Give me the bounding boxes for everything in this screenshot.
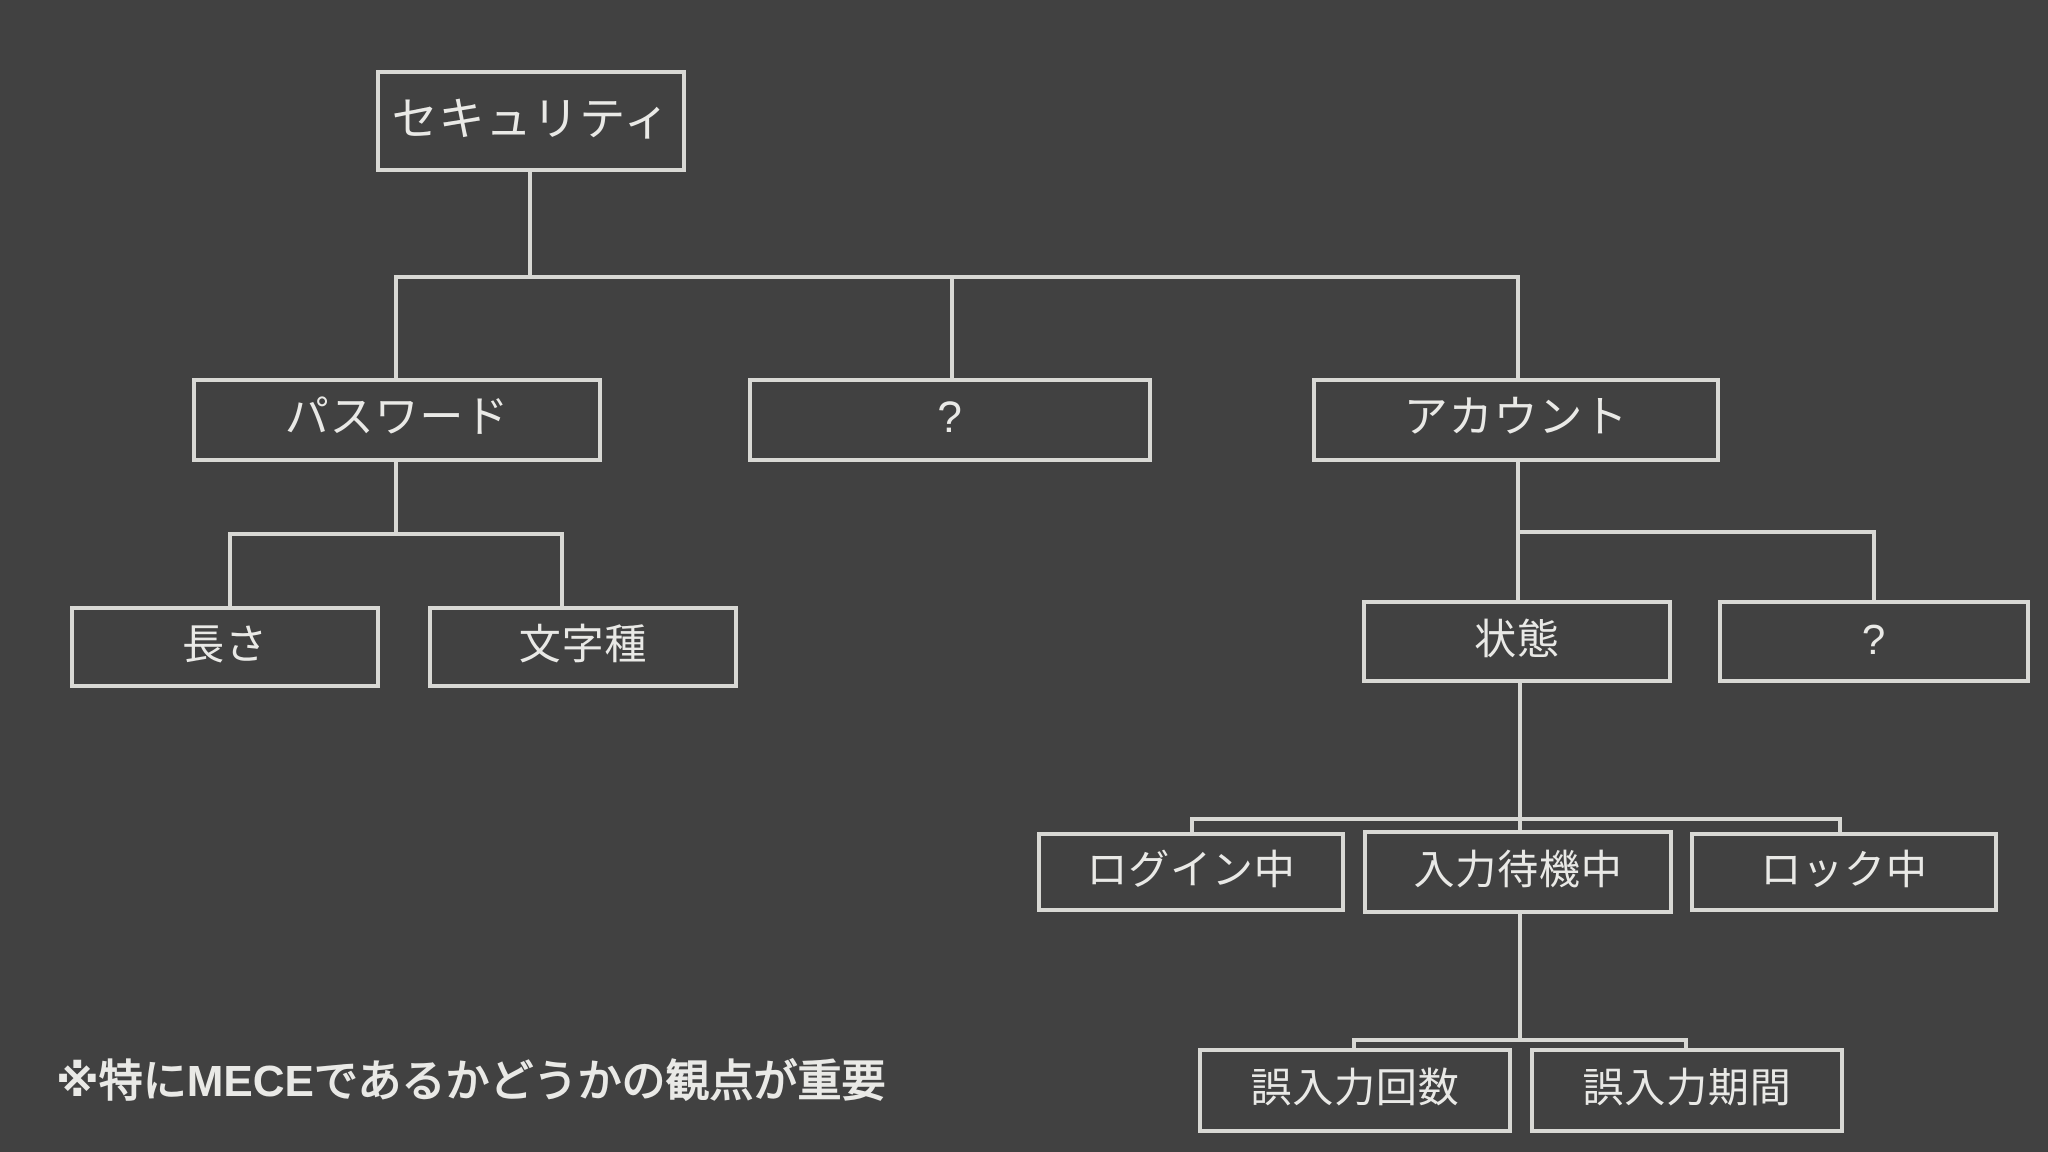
connector-password-bus bbox=[228, 532, 564, 536]
connector-waiting-bus bbox=[1352, 1038, 1688, 1042]
node-label: ロック中 bbox=[1760, 846, 1928, 893]
node-state[interactable]: 状態 bbox=[1362, 600, 1672, 683]
node-logging-in[interactable]: ログイン中 bbox=[1037, 832, 1345, 912]
node-awaiting-input[interactable]: 入力待機中 bbox=[1363, 830, 1673, 914]
node-wrong-input-period[interactable]: 誤入力期間 bbox=[1530, 1048, 1844, 1133]
node-account[interactable]: アカウント bbox=[1312, 378, 1720, 462]
node-root-security[interactable]: セキュリティ bbox=[376, 70, 686, 172]
connector-stem-wrongcount bbox=[1352, 1038, 1356, 1052]
node-label: 誤入力回数 bbox=[1250, 1065, 1460, 1111]
node-label: 入力待機中 bbox=[1413, 846, 1623, 893]
node-password[interactable]: パスワード bbox=[192, 378, 602, 462]
footnote-mece: ※特にMECEであるかどうかの観点が重要 bbox=[56, 1060, 885, 1104]
node-label: セキュリティ bbox=[391, 93, 671, 145]
node-locked[interactable]: ロック中 bbox=[1690, 832, 1998, 912]
connector-account-stem bbox=[1516, 460, 1520, 534]
connector-waiting-stem bbox=[1518, 912, 1522, 1042]
node-label: パスワード bbox=[284, 393, 510, 442]
connector-stem-state bbox=[1516, 530, 1520, 602]
node-length[interactable]: 長さ bbox=[70, 606, 380, 688]
connector-root-stem bbox=[528, 172, 532, 279]
node-label: 文字種 bbox=[518, 621, 648, 668]
node-wrong-input-count[interactable]: 誤入力回数 bbox=[1198, 1048, 1512, 1133]
connector-level2-bus bbox=[394, 275, 1520, 279]
node-label: ログイン中 bbox=[1086, 846, 1296, 893]
connector-state-stem bbox=[1518, 683, 1522, 821]
connector-state-bus bbox=[1190, 817, 1842, 821]
connector-stem-locked bbox=[1838, 817, 1842, 834]
connector-stem-loggingin bbox=[1190, 817, 1194, 834]
connector-stem-wrongperiod bbox=[1684, 1038, 1688, 1052]
connector-stem-waiting bbox=[1518, 817, 1522, 834]
connector-password-stem bbox=[394, 460, 398, 534]
node-label: 長さ bbox=[182, 621, 268, 668]
node-character-type[interactable]: 文字種 bbox=[428, 606, 738, 688]
connector-stem-unknown-top bbox=[950, 275, 954, 380]
connector-stem-account bbox=[1516, 275, 1520, 380]
connector-stem-chartype bbox=[560, 532, 564, 608]
connector-account-bus bbox=[1516, 530, 1876, 534]
connector-stem-password bbox=[394, 275, 398, 380]
node-unknown-top[interactable]: ? bbox=[748, 378, 1152, 462]
node-label: 状態 bbox=[1474, 615, 1560, 663]
connector-stem-unknown-account bbox=[1872, 530, 1876, 602]
node-label: アカウント bbox=[1403, 393, 1629, 442]
node-label: ? bbox=[1861, 615, 1887, 663]
footnote-text: ※特にMECEであるかどうかの観点が重要 bbox=[56, 1057, 886, 1106]
node-unknown-account[interactable]: ? bbox=[1718, 600, 2030, 683]
connector-stem-length bbox=[228, 532, 232, 608]
node-label: 誤入力期間 bbox=[1582, 1065, 1792, 1111]
node-label: ? bbox=[937, 393, 963, 442]
